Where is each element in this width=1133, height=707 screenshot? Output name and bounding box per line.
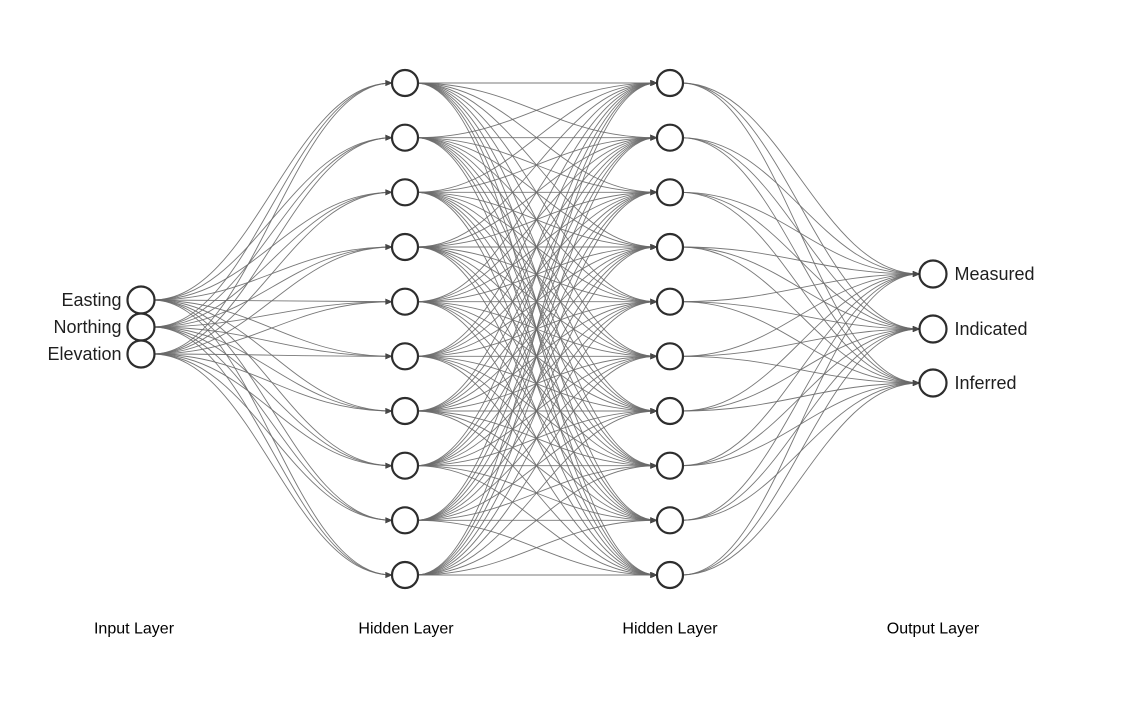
input-node-label: Easting xyxy=(61,290,121,310)
output-node xyxy=(918,314,948,344)
connection-edge xyxy=(415,189,658,576)
hidden1-node xyxy=(390,232,420,262)
hidden2-node xyxy=(655,396,685,426)
connection-edge xyxy=(152,134,393,355)
output-layer-caption: Output Layer xyxy=(887,621,980,638)
connection-edge xyxy=(152,189,393,355)
connection-edge xyxy=(152,353,393,414)
connection-edge xyxy=(680,326,920,576)
output-node xyxy=(918,368,948,398)
hidden2-node xyxy=(655,506,685,535)
input-node xyxy=(126,312,156,342)
input-node-label: Elevation xyxy=(47,344,121,364)
connection-edge xyxy=(152,353,393,360)
connection-edge xyxy=(415,80,658,303)
hidden1-node xyxy=(390,287,420,316)
connection-edge xyxy=(152,298,393,355)
connection-edge xyxy=(152,80,393,355)
input-layer-caption: Input Layer xyxy=(94,621,175,638)
connection-edge xyxy=(680,271,920,357)
connection-edge xyxy=(152,353,393,524)
hidden1-node xyxy=(390,342,420,371)
hidden2-node xyxy=(655,560,685,590)
connection-edge xyxy=(415,298,658,576)
connection-edge xyxy=(680,271,920,576)
connection-edge xyxy=(680,271,920,412)
hidden2-node xyxy=(655,451,685,480)
connection-edge xyxy=(152,353,393,469)
connection-edge xyxy=(680,137,920,277)
hidden2-node xyxy=(655,123,685,152)
hidden2-node xyxy=(655,287,685,316)
input-node-label: Northing xyxy=(53,317,121,337)
hidden2-layer-caption: Hidden Layer xyxy=(622,621,718,638)
connection-edge xyxy=(152,326,393,414)
connection-edge xyxy=(415,80,658,357)
output-node-label: Inferred xyxy=(955,373,1017,393)
connection-edge xyxy=(680,271,920,467)
hidden2-node xyxy=(655,232,685,262)
connection-edge xyxy=(415,80,658,193)
hidden1-node xyxy=(390,451,420,480)
connection-edge xyxy=(415,80,658,521)
connection-edge xyxy=(680,191,920,277)
connection-edge xyxy=(415,244,658,576)
connection-edge xyxy=(415,353,658,576)
connection-edge xyxy=(152,326,393,360)
connection-edge xyxy=(415,462,658,576)
output-node xyxy=(918,259,948,289)
connection-edge xyxy=(415,517,658,576)
hidden1-node xyxy=(390,68,420,98)
hidden1-node xyxy=(390,123,420,152)
connection-edge xyxy=(680,246,920,277)
connection-edge xyxy=(415,80,658,412)
hidden2-node xyxy=(655,342,685,371)
connection-edge xyxy=(152,298,393,328)
connection-edge xyxy=(415,80,658,576)
connection-edge xyxy=(152,326,393,469)
connection-edge xyxy=(152,244,393,355)
connection-edge xyxy=(152,80,393,328)
connection-edge xyxy=(415,80,658,467)
connection-edge xyxy=(152,353,393,578)
connection-edge xyxy=(680,380,920,576)
hidden2-node xyxy=(655,68,685,98)
connection-edge xyxy=(415,408,658,576)
input-node xyxy=(126,285,156,315)
hidden1-node xyxy=(390,178,420,207)
hidden2-node xyxy=(655,178,685,207)
connection-edge xyxy=(152,326,393,524)
connection-edge xyxy=(415,134,658,576)
connection-edge xyxy=(415,80,658,248)
hidden1-layer-caption: Hidden Layer xyxy=(358,621,454,638)
hidden1-node xyxy=(390,560,420,590)
connection-edge xyxy=(152,189,393,328)
hidden1-node xyxy=(390,396,420,426)
connection-edge xyxy=(680,271,920,303)
input-node xyxy=(126,339,156,369)
connection-edge xyxy=(152,134,393,328)
connection-edge xyxy=(680,82,920,277)
connection-edge xyxy=(152,80,393,301)
output-node-label: Indicated xyxy=(955,319,1028,339)
hidden1-node xyxy=(390,506,420,535)
output-node-label: Measured xyxy=(955,264,1035,284)
connection-edge xyxy=(680,271,920,521)
connection-edge xyxy=(152,244,393,328)
connection-edge xyxy=(415,80,658,139)
